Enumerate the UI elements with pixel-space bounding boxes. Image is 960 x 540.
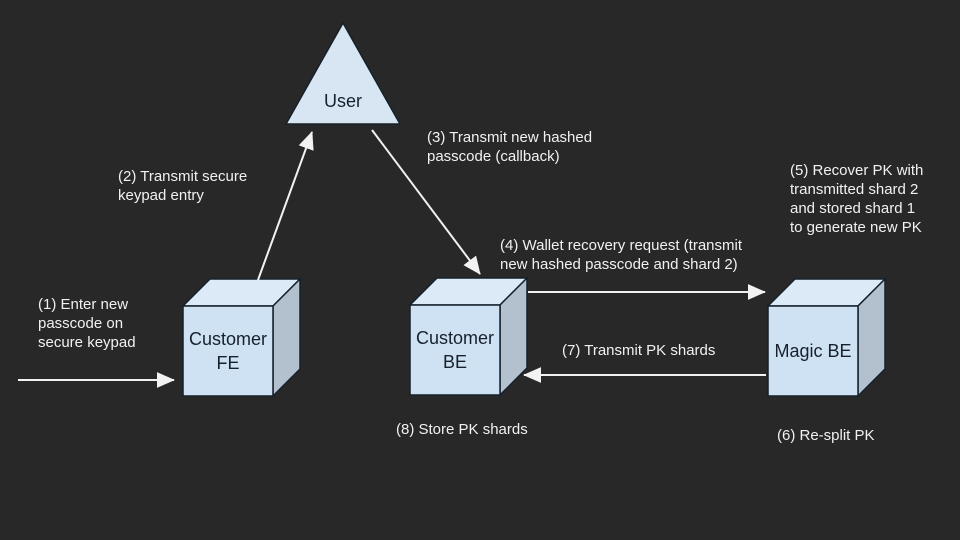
customer-fe-node-label: Customer FE <box>188 329 268 373</box>
annotation-step5: (5) Recover PK with transmitted shard 2 … <box>790 162 924 236</box>
arrow-step2 <box>257 131 314 281</box>
user-node-label: User <box>323 91 363 111</box>
customer-fe-node-shape <box>181 277 302 398</box>
arrow-step3 <box>371 129 481 275</box>
customer-be-node-label: Customer BE <box>415 328 495 372</box>
annotation-step3: (3) Transmit new hashed passcode (callba… <box>427 129 593 165</box>
annotation-step1: (1) Enter new passcode on secure keypad <box>38 296 136 351</box>
annotation-step2: (2) Transmit secure keypad entry <box>118 168 248 204</box>
annotation-step4: (4) Wallet recovery request (transmit ne… <box>500 237 743 273</box>
user-node-shape <box>284 21 402 125</box>
annotation-step8: (8) Store PK shards <box>396 421 528 438</box>
magic-be-node-shape <box>766 277 887 398</box>
magic-be-cube-front <box>767 305 859 397</box>
customer-be-node-shape <box>408 276 529 397</box>
customer-fe-cube-front <box>182 305 274 397</box>
magic-be-node-label: Magic BE <box>774 341 852 361</box>
customer-be-cube-front <box>409 304 501 396</box>
annotation-step7: (7) Transmit PK shards <box>562 342 716 359</box>
annotation-step6: (6) Re-split PK <box>777 427 875 444</box>
